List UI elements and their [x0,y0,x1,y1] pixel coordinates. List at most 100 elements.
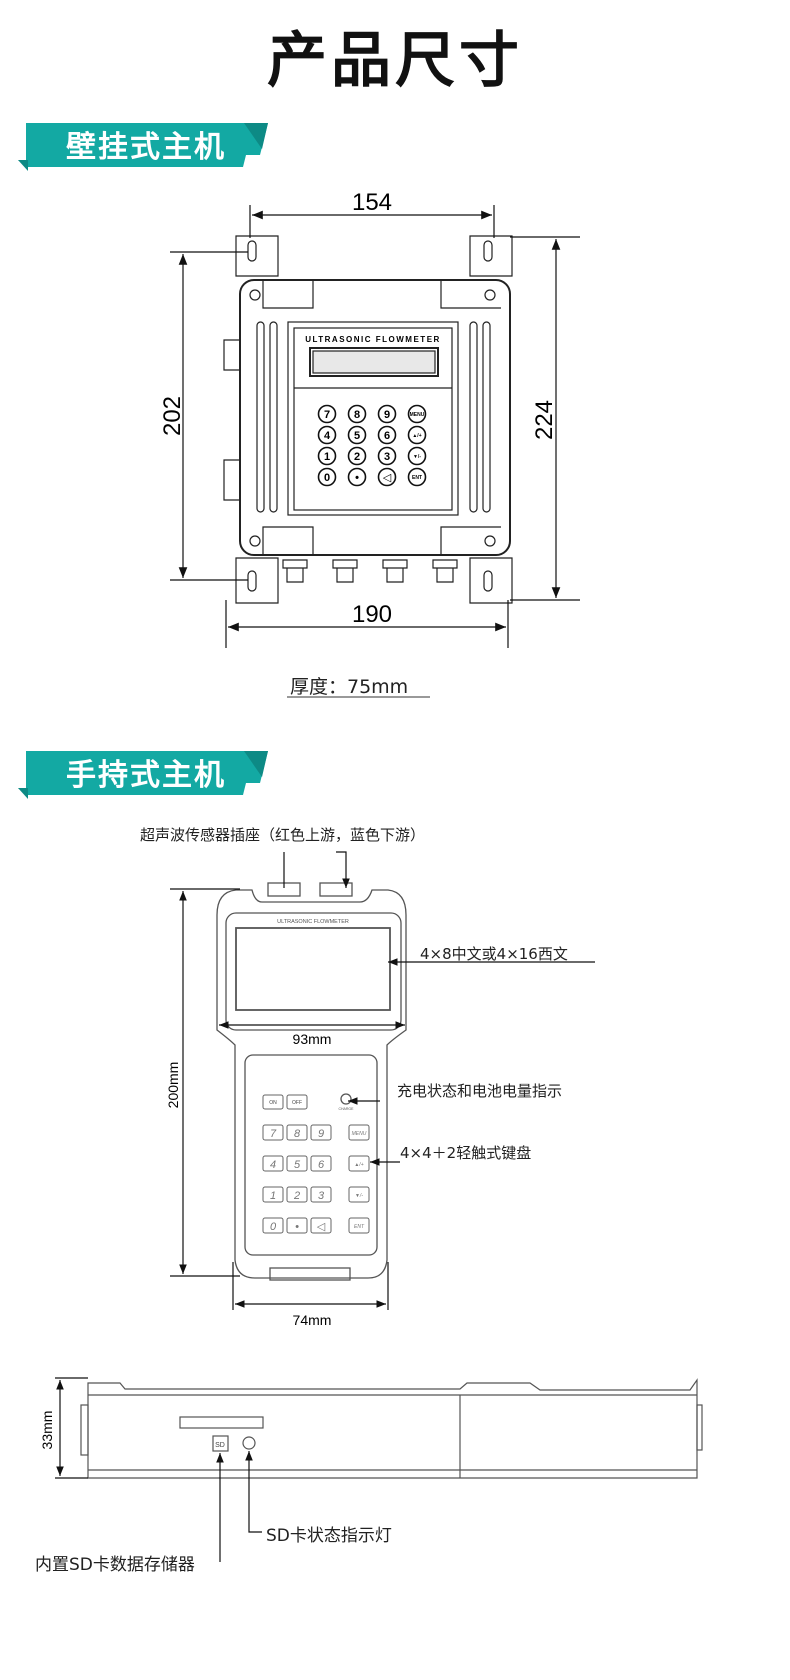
key-label: 5 [354,430,360,442]
keypad-key[interactable]: 3 [377,446,397,466]
keypad-key[interactable]: 0 [317,467,337,487]
keypad-key[interactable]: 1 [262,1186,284,1203]
keypad-key[interactable]: 0 [262,1217,284,1234]
keypad-key[interactable]: 4 [262,1155,284,1172]
thickness-note: 厚度：75mm [290,676,409,698]
dim-thickness: 33mm [39,1411,55,1450]
key-outline [347,404,367,424]
key-outline [377,467,397,487]
page-title: 产品尺寸 [267,26,523,96]
key-label: 5 [294,1159,301,1171]
keypad-key[interactable]: 4 [317,425,337,445]
key-outline [310,1186,332,1203]
keypad-key[interactable]: ▲/+ [348,1155,370,1172]
keypad-key[interactable]: ON [262,1094,284,1110]
key-label: 4 [324,430,331,442]
key-label: • [295,1221,299,1233]
key-outline [407,425,427,445]
sd-storage-note: 内置SD卡数据存储器 [35,1555,195,1575]
keypad-key[interactable]: • [286,1217,308,1234]
section-badge-wall-mount: 壁挂式主机 [18,115,268,171]
keypad-key[interactable]: ENT [348,1217,370,1234]
dim-width-top: 93mm [293,1031,332,1047]
key-label: 7 [324,409,330,421]
key-label: ◁ [317,1221,326,1233]
keypad-key[interactable]: 2 [347,446,367,466]
key-outline [262,1094,284,1110]
key-label: 4 [270,1159,276,1171]
charge-note: 充电状态和电池电量指示 [397,1082,563,1100]
key-label: 2 [354,451,360,463]
keypad-key[interactable]: 6 [377,425,397,445]
key-label: ▼/- [355,1193,363,1199]
keypad-key[interactable]: ▼/- [348,1186,370,1203]
keypad-key[interactable]: ▲/+ [407,425,427,445]
key-outline [377,404,397,424]
keypad-key[interactable]: 8 [347,404,367,424]
keypad-key[interactable]: MENU [348,1124,370,1141]
key-label: ENT [412,475,422,481]
sd-led-note: SD卡状态指示灯 [266,1526,392,1546]
keypad-key[interactable]: ◁ [310,1217,332,1234]
keypad-key[interactable]: • [347,467,367,487]
key-label: 9 [318,1128,324,1140]
key-outline [317,467,337,487]
key-outline [262,1124,284,1141]
key-outline [317,404,337,424]
dim-width-top: 154 [352,189,392,216]
keypad-key[interactable]: 5 [347,425,367,445]
wall-mount-keypad: 7 8 9 MENU 4 5 6 ▲/+ 1 2 3 ▼/- 0 • ◁ ENT [317,404,427,487]
key-label: OFF [292,1100,302,1106]
device-label: ULTRASONIC FLOWMETER [305,335,441,344]
keypad-key[interactable]: 6 [310,1155,332,1172]
sd-slot-label: SD [215,1442,225,1449]
dim-height-left: 202 [159,396,186,436]
key-outline [286,1155,308,1172]
keypad-key[interactable]: 7 [317,404,337,424]
key-label: 0 [270,1221,277,1233]
key-label: 8 [294,1128,301,1140]
key-label: 6 [318,1159,325,1171]
key-label: ▲/+ [354,1162,363,1168]
key-outline [348,1186,370,1203]
key-outline [262,1155,284,1172]
keypad-key[interactable]: 2 [286,1186,308,1203]
key-label: • [355,472,359,484]
display-note: 4×8中文或4×16西文 [420,945,568,963]
key-outline [262,1186,284,1203]
keypad-key[interactable]: 8 [286,1124,308,1141]
keypad-key[interactable]: OFF [286,1094,308,1110]
key-label: 9 [384,409,390,421]
key-outline [310,1155,332,1172]
key-outline [347,425,367,445]
key-label: 3 [384,451,390,463]
keypad-key[interactable]: 1 [317,446,337,466]
keypad-key[interactable]: 9 [377,404,397,424]
wall-mount-drawing: ULTRASONIC FLOWMETER 7 8 9 MENU 4 5 6 ▲/+ 1 2 3 ▼/-… [159,189,580,698]
keypad-key[interactable]: ENT [407,467,427,487]
section-heading: 手持式主机 [66,758,226,793]
key-outline [317,425,337,445]
dim-height: 200mm [165,1062,181,1109]
key-label: ▲/+ [412,433,421,439]
keypad-key[interactable]: ▼/- [407,446,427,466]
keypad-key[interactable]: ◁ [377,467,397,487]
keypad-key[interactable]: 3 [310,1186,332,1203]
key-outline [377,446,397,466]
keypad-key[interactable]: MENU [407,404,427,424]
key-outline [348,1155,370,1172]
key-outline [347,467,367,487]
keypad-key[interactable]: 7 [262,1124,284,1141]
keypad-key[interactable]: 9 [310,1124,332,1141]
key-outline [407,404,427,424]
dim-width-bottom: 190 [352,601,392,628]
key-label: 3 [318,1190,325,1202]
key-label: 1 [270,1190,276,1202]
keypad-note: 4×4＋2轻触式键盘 [400,1144,532,1162]
key-label: 6 [384,430,390,442]
key-outline [407,446,427,466]
key-outline [286,1217,308,1234]
keypad-key[interactable]: 5 [286,1155,308,1172]
